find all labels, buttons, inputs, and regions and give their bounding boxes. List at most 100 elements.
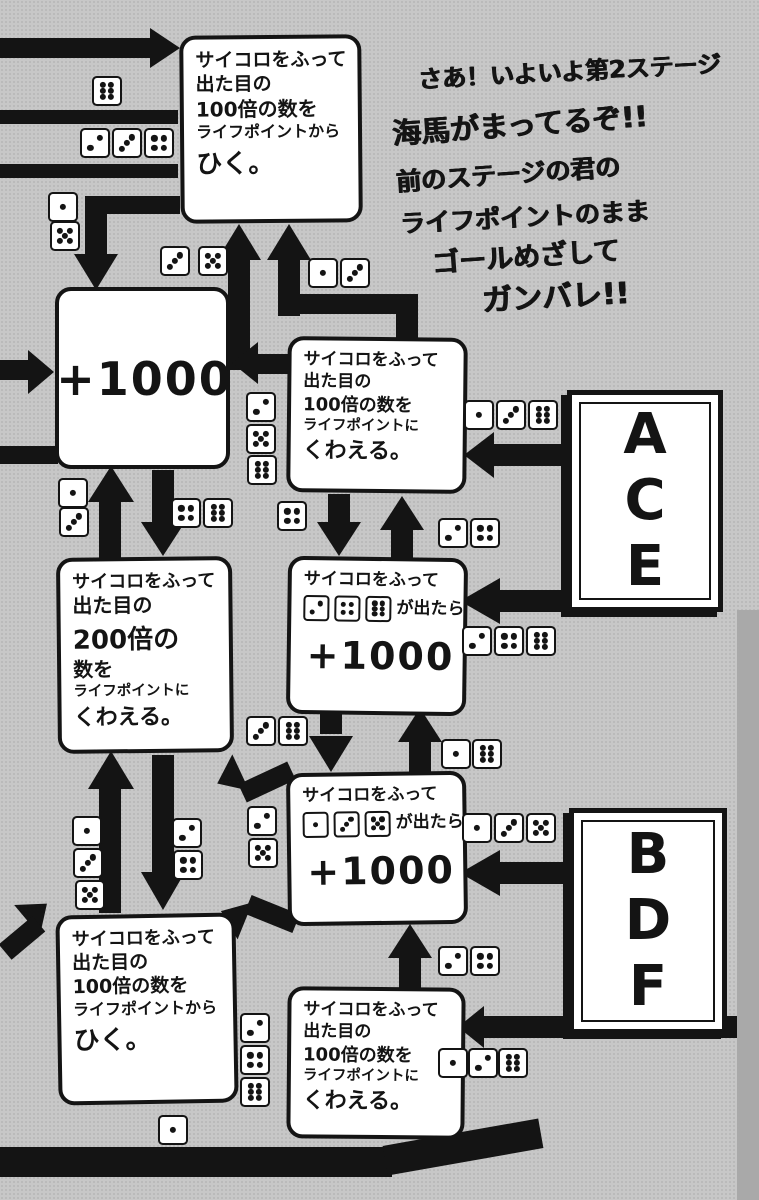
die-pip — [514, 1066, 521, 1073]
die-3-icon — [160, 246, 190, 276]
die-pip — [65, 524, 72, 531]
die-pip — [219, 503, 226, 510]
die-pip — [486, 953, 493, 960]
die-pip — [252, 441, 259, 448]
die-5-icon — [246, 424, 276, 454]
die-pip — [488, 757, 495, 764]
die-pip — [256, 1019, 263, 1026]
arrow-head-up-icon — [267, 224, 311, 260]
die-pip — [204, 263, 211, 270]
die-pip — [477, 534, 484, 541]
die-pip — [537, 824, 545, 832]
die-pip — [484, 1054, 491, 1061]
die-pip — [252, 430, 259, 437]
die-1-icon — [48, 192, 78, 222]
arrow-path-bar — [498, 862, 566, 884]
die-pip — [67, 227, 74, 234]
die-1-icon — [464, 400, 494, 430]
die-pip — [204, 252, 211, 259]
die-pip — [262, 398, 269, 405]
die-4-icon — [240, 1045, 270, 1075]
die-pip — [178, 514, 185, 521]
die-2-icon — [240, 1013, 270, 1043]
die-6-icon — [92, 76, 122, 106]
arrow-path-bar — [152, 470, 174, 524]
die-pip — [542, 631, 549, 638]
die-6-icon — [278, 716, 308, 746]
die-pip — [254, 855, 261, 862]
die-pip — [76, 513, 83, 520]
die-pip — [67, 238, 74, 245]
die-pip — [533, 644, 540, 651]
die-pip — [179, 835, 186, 842]
die-pip — [160, 144, 167, 151]
die-pip — [357, 264, 364, 271]
die-1-icon — [308, 258, 338, 288]
die-pip — [87, 145, 94, 152]
die-pip — [160, 135, 167, 142]
die-pip — [532, 819, 539, 826]
die-1-icon — [462, 813, 492, 843]
die-4-icon — [470, 946, 500, 976]
die-pip — [294, 727, 301, 735]
die-4-icon — [144, 128, 174, 158]
arrow-head-down-icon — [309, 736, 353, 772]
die-4-icon — [470, 518, 500, 548]
die-pip — [477, 962, 484, 969]
die-2-icon — [247, 806, 277, 836]
die-3-icon — [494, 813, 524, 843]
die-pip — [505, 824, 513, 832]
die-pip — [449, 1059, 457, 1067]
die-pip — [544, 405, 551, 412]
die-pip — [543, 819, 550, 826]
die-pip — [544, 411, 551, 419]
die-pip — [180, 857, 187, 864]
die-1-icon — [72, 816, 102, 846]
die-4-icon — [173, 850, 203, 880]
die-pip — [254, 823, 261, 830]
die-pip — [542, 644, 549, 651]
bdf-card-face: B D F — [581, 820, 715, 1022]
die-pip — [351, 269, 359, 277]
die-pip — [84, 859, 92, 867]
die-pip — [454, 952, 461, 959]
die-3-icon — [496, 400, 526, 430]
die-2-icon — [468, 1048, 498, 1078]
die-pip — [177, 252, 184, 259]
die-pip — [263, 441, 270, 448]
die-pip — [219, 509, 226, 517]
card-letter: C — [624, 468, 666, 533]
die-pip — [263, 722, 270, 729]
die-pip — [92, 897, 99, 904]
die-pip — [56, 227, 63, 234]
die-6-icon — [203, 498, 233, 528]
arrow-path-bar — [0, 360, 32, 380]
die-pip — [479, 744, 486, 751]
die-5-icon — [75, 880, 105, 910]
die-pip — [500, 830, 507, 837]
arrow-path-bar — [0, 446, 58, 464]
die-pip — [151, 144, 158, 151]
die-pip — [477, 953, 484, 960]
die-2-icon — [438, 518, 468, 548]
die-pip — [475, 1065, 482, 1072]
die-pip — [346, 275, 353, 282]
arrow-head-left-icon — [232, 342, 258, 384]
die-pip — [319, 269, 327, 277]
die-pip — [187, 505, 194, 512]
card-letter: F — [628, 954, 668, 1019]
die-pip — [247, 1052, 254, 1059]
die-pip — [284, 517, 291, 524]
die-pip — [294, 734, 301, 741]
die-pip — [263, 473, 270, 480]
die-pip — [187, 514, 194, 521]
die-pip — [210, 503, 217, 510]
die-pip — [247, 1082, 254, 1089]
die-pip — [501, 642, 508, 649]
die-6-icon — [240, 1077, 270, 1107]
die-pip — [86, 891, 94, 899]
die-3-icon — [246, 716, 276, 746]
die-pip — [479, 757, 486, 764]
